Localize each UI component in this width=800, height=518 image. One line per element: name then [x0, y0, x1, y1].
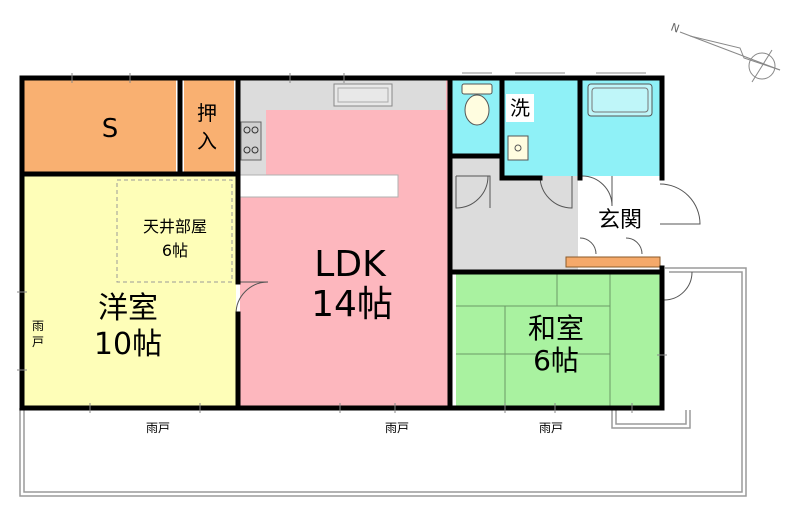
oshiire-label-top: 押	[197, 101, 217, 125]
compass-icon: N	[669, 21, 781, 83]
youshitsu-label-top: 洋室	[98, 291, 158, 326]
toilet-icon	[461, 83, 493, 126]
shutter-left-bottom: 戸	[32, 335, 44, 349]
veranda-outline	[19, 267, 747, 497]
wash-label: 洗	[510, 96, 530, 120]
washitsu-label-bottom: 6帖	[533, 344, 579, 377]
washbasin-icon	[507, 135, 529, 161]
counter-bar	[239, 174, 399, 198]
shutter-bottom-2: 雨戸	[385, 421, 409, 435]
stove-icon	[240, 121, 262, 161]
shoe-shelf	[565, 256, 661, 268]
oshiire-closet	[184, 80, 234, 172]
oshiire-label-bottom: 入	[197, 129, 217, 153]
shutter-bottom-3: 雨戸	[539, 421, 563, 435]
storage-room	[24, 80, 176, 172]
youshitsu-room	[24, 176, 236, 406]
shutter-left-top: 雨	[32, 319, 44, 333]
bathtub-icon	[587, 83, 653, 117]
ldk-room	[240, 80, 448, 406]
ldk-label-bottom: 14帖	[311, 284, 393, 325]
window-marks	[17, 72, 667, 413]
shutter-bottom-1: 雨戸	[146, 421, 170, 435]
storage-label: S	[102, 114, 119, 144]
sink-icon	[333, 83, 393, 107]
door-swings	[235, 175, 701, 315]
tatami-lines	[456, 274, 611, 406]
attic-label-top: 天井部屋	[143, 217, 207, 236]
attic-label-bottom: 6帖	[162, 241, 188, 260]
washitsu-room	[456, 274, 660, 406]
wash-label-bg	[506, 94, 534, 122]
genkan-label: 玄関	[598, 208, 642, 233]
compass-north-label: N	[669, 21, 681, 36]
ldk-label-top: LDK	[314, 244, 387, 285]
attic-dashed-area	[116, 179, 233, 283]
youshitsu-label-bottom: 10帖	[94, 327, 162, 362]
washitsu-label-top: 和室	[528, 312, 584, 345]
